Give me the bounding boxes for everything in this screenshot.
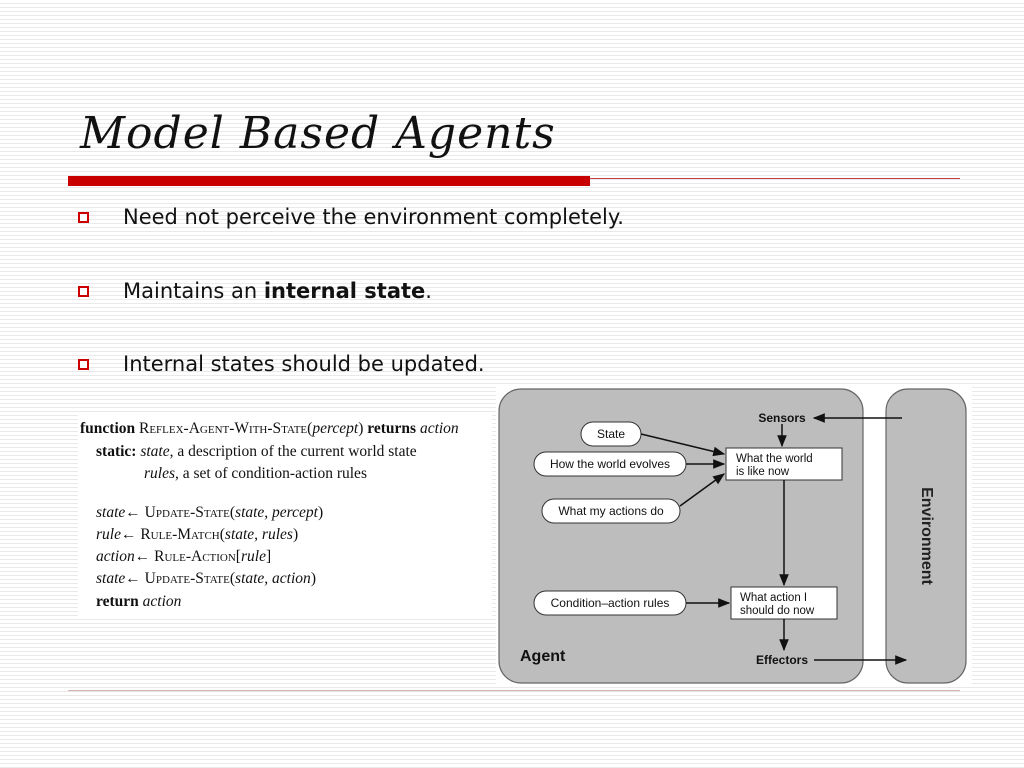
bullet-item: Maintains an internal state. — [78, 279, 432, 303]
agent-panel — [498, 388, 864, 684]
world-evolves-label: How the world evolves — [550, 457, 670, 471]
code-line-rule-action: action← Rule-Action[rule] — [96, 548, 272, 565]
square-bullet-icon — [78, 285, 89, 297]
action-now-label-1: What action I — [740, 592, 807, 604]
sensors-label: Sensors — [758, 411, 806, 425]
slide-title: Model Based Agents — [80, 108, 556, 159]
world-now-label-2: is like now — [736, 466, 790, 478]
my-actions-oval — [541, 498, 681, 524]
title-underline-line — [590, 178, 960, 179]
bullet-text: Internal states should be updated. — [123, 352, 485, 376]
state-to-world-arrow — [640, 433, 726, 457]
environment-panel — [885, 388, 967, 684]
code-line-return: return action — [96, 593, 182, 610]
bullet-text: Need not perceive the environment comple… — [123, 205, 624, 229]
square-bullet-icon — [78, 211, 89, 223]
code-line-function: function Reflex-Agent-With-State(percept… — [80, 420, 459, 437]
code-line-rule-match: rule← Rule-Match(state, rules) — [96, 526, 299, 543]
bullet-item: Internal states should be updated. — [78, 352, 485, 376]
footer-rule — [68, 690, 960, 691]
actions-to-world-arrow — [679, 473, 725, 507]
action-now-box — [730, 586, 838, 620]
world-now-label-1: What the world — [736, 453, 813, 465]
bullet-item: Need not perceive the environment comple… — [78, 205, 624, 229]
agent-label: Agent — [520, 648, 566, 665]
code-line-update-action: state← Update-State(state, action) — [96, 570, 316, 587]
condition-rules-label: Condition–action rules — [551, 596, 670, 610]
code-line-static-state: static: state, a description of the curr… — [96, 443, 417, 460]
effectors-label: Effectors — [756, 653, 808, 667]
title-underline-accent — [68, 176, 590, 186]
world-now-box — [725, 447, 843, 481]
code-line-update-percept: state← Update-State(state, percept) — [96, 504, 324, 521]
bullet-text: Maintains an internal state. — [123, 279, 432, 303]
agent-environment-diagram: Environment Sensors Effectors Agent Stat… — [496, 386, 972, 686]
action-now-label-2: should do now — [740, 605, 815, 617]
pseudocode-block: function Reflex-Agent-With-State(percept… — [78, 414, 492, 618]
square-bullet-icon — [78, 358, 89, 370]
environment-label: Environment — [918, 487, 935, 585]
code-line-static-rules: rules, a set of condition-action rules — [144, 465, 367, 482]
my-actions-label: What my actions do — [558, 504, 664, 518]
state-label: State — [597, 427, 625, 441]
